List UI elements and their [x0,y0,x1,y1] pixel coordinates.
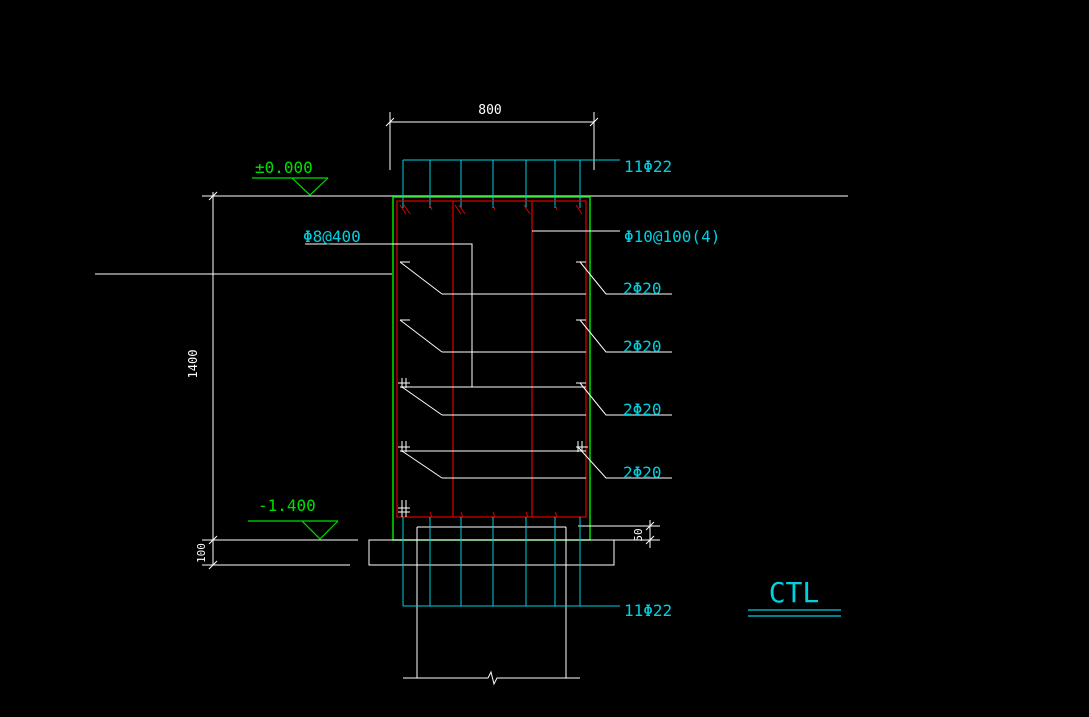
side-bar-label-3: 2Φ20 [623,400,662,419]
stirrup-hooks [399,204,583,518]
elevation-marker-top [252,177,329,196]
cover-label: 50 [632,528,645,541]
pad-label: 100 [195,543,208,563]
tie-label: Φ8@400 [303,227,361,246]
elevation-bottom-label: -1.400 [258,496,316,515]
height-dimension [208,191,218,570]
base-pad [368,539,615,566]
width-label: 800 [478,103,501,118]
title-underline [748,609,841,617]
top-main-bars-label: 11Φ22 [624,157,672,176]
concrete-outline [392,196,591,541]
pile [403,526,580,686]
tie-leader [305,243,473,387]
side-bar-label-2: 2Φ20 [623,337,662,356]
side-bar-label-4: 2Φ20 [623,463,662,482]
elevation-top-label: ±0.000 [255,158,313,177]
stirrup-label: Φ10@100(4) [624,227,720,246]
stirrups [396,200,587,518]
width-dimension [385,112,599,170]
bottom-main-bars-label: 11Φ22 [624,601,672,620]
side-bars [398,261,672,517]
bottom-main-bars [402,517,620,607]
side-bar-label-1: 2Φ20 [623,279,662,298]
drawing-title: CTL [769,576,820,609]
height-label: 1400 [186,350,200,379]
top-main-bars [402,159,620,208]
elevation-marker-bottom [248,520,339,540]
